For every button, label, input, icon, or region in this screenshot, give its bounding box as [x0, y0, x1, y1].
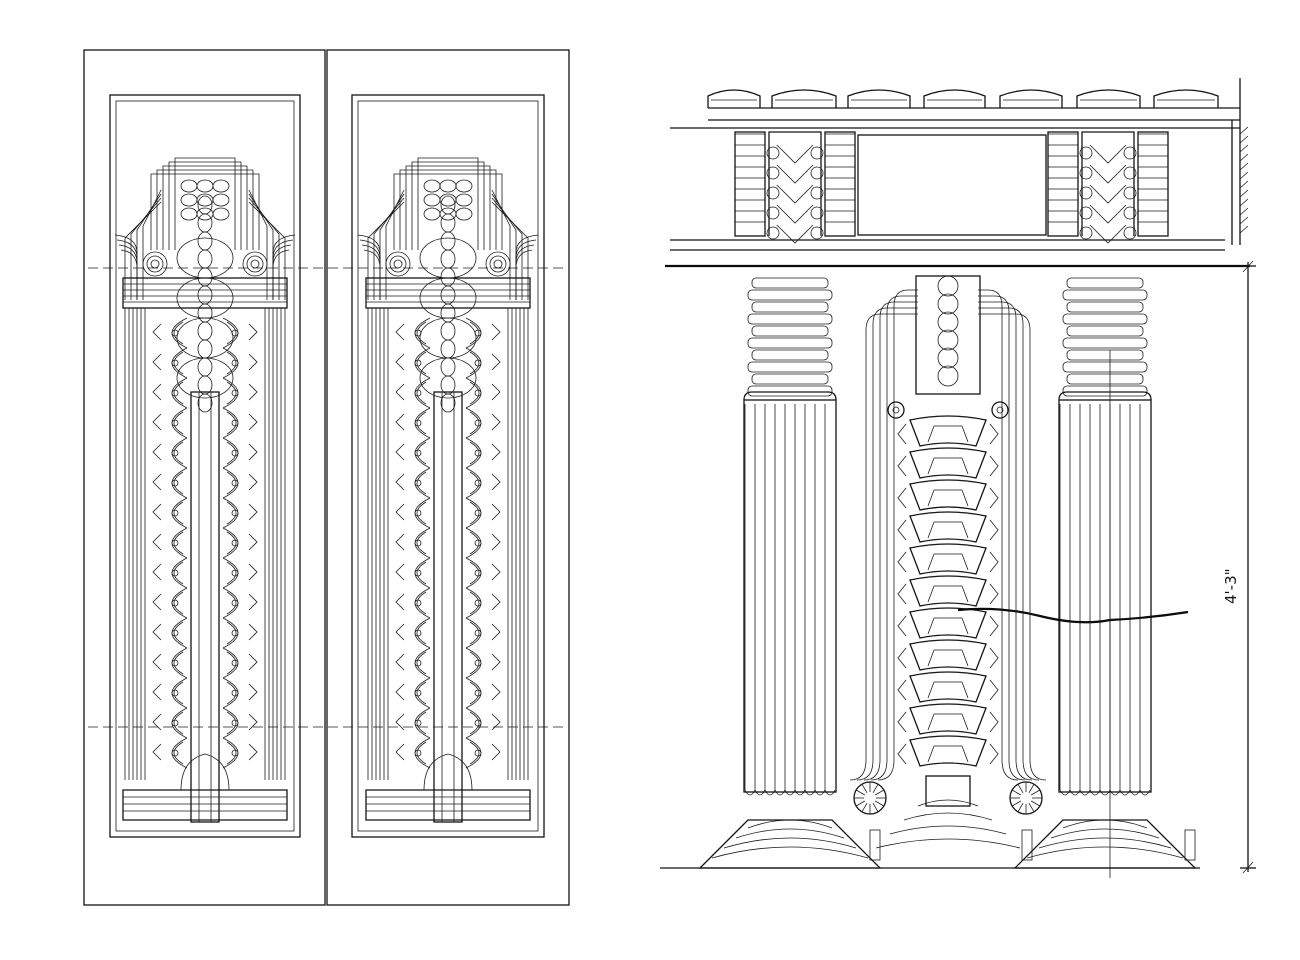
- fluted-columns: [698, 277, 1197, 869]
- capital-ring: [1066, 301, 1144, 313]
- fan-segment: [909, 543, 987, 575]
- cornice-block: [707, 89, 761, 108]
- capital-ring: [747, 313, 833, 325]
- central-ornament: [849, 275, 1196, 878]
- bead: [937, 365, 959, 387]
- cornice-block: [999, 89, 1063, 108]
- capital-ring: [1062, 289, 1148, 301]
- fan-segment: [909, 575, 987, 607]
- cornice: [670, 89, 1240, 129]
- bead: [937, 293, 959, 315]
- flute: [784, 404, 796, 796]
- bead: [937, 347, 959, 369]
- fan-segment: [909, 479, 987, 511]
- capital-ring: [751, 325, 829, 337]
- fan-segment: [909, 607, 987, 639]
- fan-segment: [909, 671, 987, 703]
- flute: [824, 404, 836, 796]
- flute: [1109, 404, 1121, 796]
- flute: [1099, 404, 1111, 796]
- flute: [1059, 404, 1071, 796]
- capital-ring: [751, 301, 829, 313]
- panel-sheet-border: [326, 49, 570, 906]
- volute: [887, 401, 905, 419]
- cornice-block: [1076, 89, 1141, 108]
- post: [1184, 829, 1196, 861]
- flute: [814, 404, 826, 796]
- flute: [794, 404, 806, 796]
- capital-ring: [747, 385, 833, 397]
- cornice-block: [1153, 89, 1219, 108]
- capital-ring: [1062, 313, 1148, 325]
- capital-ring: [1066, 277, 1144, 289]
- dimension-label: 4'-3": [1222, 568, 1240, 604]
- capital-ring: [751, 373, 829, 385]
- capital-ring: [747, 361, 833, 373]
- fan-segment: [909, 511, 987, 543]
- fan-segment: [909, 703, 987, 735]
- post: [1021, 829, 1033, 861]
- wall-section: [1231, 78, 1249, 245]
- flute: [1069, 404, 1081, 796]
- frieze: [665, 131, 1250, 268]
- post: [869, 829, 881, 861]
- capital-ring: [1062, 361, 1148, 373]
- flute: [744, 404, 756, 796]
- capital-ring: [1066, 325, 1144, 337]
- flute: [1139, 404, 1151, 796]
- flute: [1089, 404, 1101, 796]
- panel-elevation-left: [83, 49, 326, 906]
- capital-ring: [1062, 337, 1148, 349]
- cornice-block: [847, 89, 911, 108]
- panel-sheet-border: [83, 49, 326, 906]
- bead: [937, 311, 959, 333]
- panel-ornament: [114, 157, 296, 823]
- flute: [1119, 404, 1131, 796]
- section-cut-line: [957, 607, 1189, 624]
- cornice-block: [771, 89, 837, 108]
- fan-segment: [909, 447, 987, 479]
- panel-ornament: [357, 157, 539, 823]
- bead: [937, 275, 959, 297]
- capital-ring: [747, 289, 833, 301]
- capital-ring: [751, 349, 829, 361]
- capital-ring: [1062, 385, 1148, 397]
- flute: [1129, 404, 1141, 796]
- flute: [774, 404, 786, 796]
- capital-ring: [751, 277, 829, 289]
- capital-ring: [1066, 373, 1144, 385]
- panel-elevation-right: [326, 49, 570, 906]
- fan-segment: [909, 735, 987, 767]
- capital-ring: [1066, 349, 1144, 361]
- column-detail-elevation: 4'-3": [660, 78, 1256, 878]
- fan-segment: [909, 415, 987, 447]
- flute: [1079, 404, 1091, 796]
- flute: [804, 404, 816, 796]
- dimension-line: [1240, 260, 1256, 874]
- capital-ring: [747, 337, 833, 349]
- flute: [754, 404, 766, 796]
- fan-segment: [909, 639, 987, 671]
- cornice-block: [923, 89, 986, 108]
- volute: [991, 401, 1009, 419]
- bead: [937, 329, 959, 351]
- flute: [764, 404, 776, 796]
